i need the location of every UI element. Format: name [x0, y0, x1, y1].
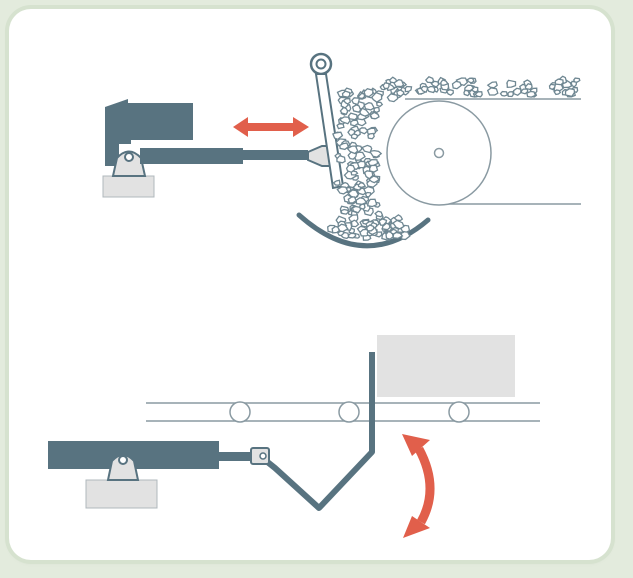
load-block — [377, 335, 515, 397]
stone — [350, 119, 359, 127]
stone — [445, 89, 454, 96]
stone — [347, 196, 357, 204]
discharge-chute — [296, 212, 431, 249]
lever-top-eye-inner — [315, 58, 327, 70]
stone — [466, 77, 475, 84]
stone — [351, 205, 362, 214]
stone — [342, 97, 352, 105]
pusher-arm — [255, 352, 375, 511]
stone — [564, 88, 576, 98]
stone — [332, 131, 344, 141]
stone — [350, 219, 360, 228]
drum-axle — [433, 147, 445, 159]
stone — [512, 87, 522, 96]
stone — [426, 85, 436, 94]
stone — [386, 93, 399, 103]
stone — [357, 181, 367, 189]
top-diagram — [102, 52, 581, 249]
stone — [339, 106, 349, 115]
stone — [361, 144, 373, 154]
stone — [347, 232, 357, 239]
stone — [350, 133, 359, 140]
stone — [572, 77, 581, 83]
stone — [370, 91, 383, 103]
stone — [392, 231, 404, 239]
stone — [396, 89, 405, 97]
support-base — [102, 175, 155, 198]
stone — [553, 89, 562, 96]
stone — [381, 222, 391, 231]
stone — [336, 223, 349, 233]
stone — [351, 104, 362, 113]
support-base-2 — [85, 479, 158, 509]
roller-3 — [448, 401, 470, 423]
stone — [332, 179, 341, 186]
pivot-pin-2 — [118, 455, 128, 465]
stone — [486, 81, 498, 89]
stone — [507, 91, 514, 98]
stone — [336, 154, 346, 164]
stone — [338, 116, 351, 125]
stone — [357, 92, 366, 100]
stone — [524, 82, 533, 91]
stone — [393, 214, 404, 222]
stone — [474, 91, 483, 98]
material-stones — [327, 75, 581, 242]
stone — [499, 90, 509, 97]
swing-arrow-head-top — [402, 434, 430, 456]
stone — [364, 191, 372, 198]
stone — [341, 90, 351, 98]
stone — [382, 82, 390, 90]
stone — [336, 123, 345, 130]
stone — [392, 219, 405, 230]
swing-arrow — [414, 446, 435, 525]
stone — [420, 85, 429, 94]
stone — [359, 127, 369, 135]
stone — [506, 79, 517, 88]
stone — [363, 170, 374, 180]
stone — [359, 107, 371, 117]
stone — [486, 87, 499, 96]
stone — [363, 102, 375, 111]
stone — [366, 198, 378, 208]
stone — [404, 85, 413, 93]
stone — [440, 79, 450, 86]
stone — [365, 224, 375, 232]
stone — [369, 164, 379, 173]
stone — [350, 97, 361, 106]
stone — [526, 90, 537, 98]
stone — [570, 80, 578, 88]
pivot-bracket-2 — [106, 454, 140, 481]
pivot-pin — [124, 152, 134, 162]
drive-arm — [140, 148, 243, 164]
stone — [451, 80, 462, 90]
stone — [464, 84, 475, 92]
stone — [424, 76, 435, 84]
stone — [340, 208, 350, 215]
stone — [363, 87, 374, 98]
piston-rod — [243, 150, 308, 160]
clevis-pin — [259, 452, 267, 460]
roller-1 — [229, 401, 251, 423]
piston-rod-2 — [219, 452, 252, 461]
stone — [345, 164, 356, 173]
stone — [375, 101, 384, 108]
stone — [378, 218, 388, 226]
swing-arrow-head-bottom — [403, 516, 430, 538]
stone — [347, 112, 358, 121]
stone — [340, 231, 350, 240]
stone — [393, 79, 405, 88]
bottom-diagram — [48, 335, 540, 538]
stone — [374, 210, 384, 218]
stone — [339, 142, 350, 151]
drive-motor — [105, 99, 193, 166]
stone — [373, 106, 381, 114]
reciprocating-arrow — [233, 117, 309, 137]
roller-2 — [338, 401, 360, 423]
stone — [367, 132, 375, 140]
stone — [336, 186, 349, 195]
stone — [369, 111, 380, 120]
stone — [346, 145, 359, 155]
